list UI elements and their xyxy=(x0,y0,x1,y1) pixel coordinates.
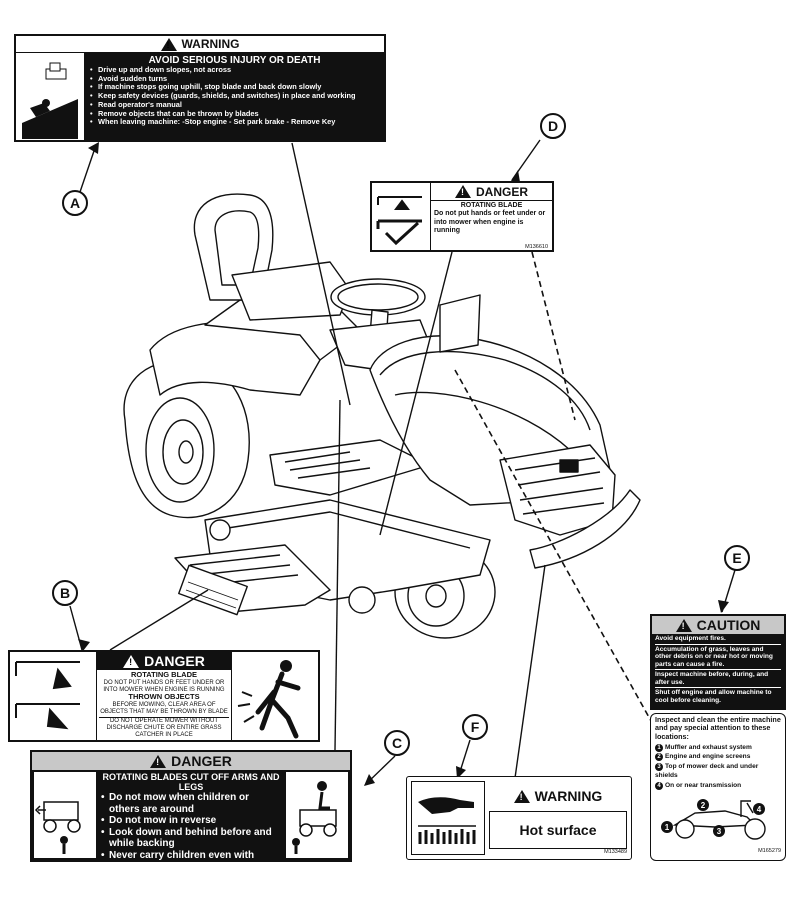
decal-e-line: Inspect machine before, during, and afte… xyxy=(655,670,781,689)
warning-triangle-icon xyxy=(160,37,177,51)
caution-triangle-icon xyxy=(675,618,692,632)
decal-d-title: ROTATING BLADE xyxy=(460,202,523,209)
danger-triangle-icon xyxy=(150,754,167,768)
decal-a-list: Drive up and down slopes, not across Avo… xyxy=(89,65,380,127)
callout-b: B xyxy=(52,580,78,606)
thrown-object-icon xyxy=(237,660,301,739)
decal-e-caution: CAUTION Avoid equipment fires. Accumulat… xyxy=(650,614,786,862)
decal-e-inspect-title: Inspect and clean the entire machine and… xyxy=(655,715,781,741)
list-item: Keep safety devices (guards, shields, an… xyxy=(89,91,380,101)
mower-child-icon xyxy=(34,801,81,854)
decal-a-header: WARNING xyxy=(16,36,384,53)
decal-d-danger: DANGER ROTATING BLADE Do not put hands o… xyxy=(370,181,554,252)
list-item: When leaving machine: -Stop engine - Set… xyxy=(89,118,380,127)
callout-a: A xyxy=(62,190,88,216)
decal-b-blade-text: DO NOT PUT HANDS OR FEET UNDER OR INTO M… xyxy=(103,679,225,693)
decal-a-pictogram xyxy=(16,53,85,140)
list-item: Avoid sudden turns xyxy=(89,74,380,84)
decal-d-pictogram xyxy=(372,183,431,250)
decal-f-text: Hot surface xyxy=(489,811,627,849)
decal-e-header: CAUTION xyxy=(652,616,784,634)
decal-b-blade-pictogram xyxy=(10,652,97,740)
decal-b-thrown-text: BEFORE MOWING, CLEAR AREA OF OBJECTS THA… xyxy=(100,702,228,715)
decal-e-line: Shut off engine and allow machine to coo… xyxy=(655,689,772,705)
decal-c-left-pictogram xyxy=(34,772,96,858)
svg-text:2: 2 xyxy=(701,801,706,810)
decal-a-warning: WARNING AVOID SERIOUS INJURY OR DEATH Dr… xyxy=(14,34,386,142)
list-item: Look down and behind before and while ba… xyxy=(100,827,282,850)
list-item: If machine stops going uphill, stop blad… xyxy=(89,83,380,92)
list-item: Do not mow when children or others are a… xyxy=(100,792,282,815)
decal-c-danger: DANGER ROTATING BLADES CUT OFF ARMS AND … xyxy=(30,750,352,862)
list-item: Never carry children even with blades of… xyxy=(100,850,282,861)
decal-c-list: Do not mow when children or others are a… xyxy=(100,792,282,861)
decal-b-header: DANGER xyxy=(97,652,231,670)
svg-text:1: 1 xyxy=(665,823,670,832)
list-item: Remove objects that can be thrown by bla… xyxy=(89,109,380,119)
decal-e-line: Avoid equipment fires. xyxy=(655,635,781,645)
decal-b-danger: DANGER ROTATING BLADE DO NOT PUT HANDS O… xyxy=(8,650,320,742)
decal-a-subheader: AVOID SERIOUS INJURY OR DEATH xyxy=(148,55,321,66)
list-item: Do not mow in reverse xyxy=(100,815,282,827)
decal-b-chute-text: DO NOT OPERATE MOWER WITHOUT DISCHARGE C… xyxy=(99,716,229,739)
decal-b-blade-title: ROTATING BLADE xyxy=(131,670,197,679)
danger-triangle-icon xyxy=(454,185,471,198)
decal-e-line: Accumulation of grass, leaves and other … xyxy=(655,645,781,671)
hand-blade-icon xyxy=(376,196,422,246)
warning-triangle-icon xyxy=(513,789,530,803)
callout-d: D xyxy=(540,113,566,139)
blade-foot-icon xyxy=(15,661,80,730)
list-item: Drive up and down slopes, not across xyxy=(89,65,380,75)
svg-text:4: 4 xyxy=(757,805,762,814)
decal-f-warning: WARNING Hot surface M133489 xyxy=(406,776,632,860)
tractor-locations-icon: 1 2 3 4 xyxy=(661,798,766,840)
decal-c-title: ROTATING BLADES CUT OFF ARMS AND LEGS xyxy=(102,772,280,792)
decal-e-inspect-panel: Inspect and clean the entire machine and… xyxy=(650,713,786,861)
decal-d-text: Do not put hands or feet under or into m… xyxy=(434,210,546,235)
decal-e-caution-panel: CAUTION Avoid equipment fires. Accumulat… xyxy=(650,614,786,710)
slope-rollover-icon xyxy=(22,62,78,139)
list-item: Read operator's manual xyxy=(89,100,380,110)
decal-c-right-pictogram xyxy=(286,772,348,858)
callout-c: C xyxy=(384,730,410,756)
callout-e: E xyxy=(724,545,750,571)
decal-d-code: M136610 xyxy=(525,244,548,250)
decal-e-code: M165279 xyxy=(758,847,781,854)
callout-f: F xyxy=(462,714,488,740)
decal-b-thrown-title: THROWN OBJECTS xyxy=(128,692,200,702)
decal-f-code: M133489 xyxy=(604,849,627,855)
decal-c-header: DANGER xyxy=(32,752,350,770)
decal-b-thrown-pictogram xyxy=(231,652,318,740)
decal-f-pictogram xyxy=(411,781,485,855)
hot-surface-hand-icon xyxy=(418,797,476,844)
danger-triangle-icon xyxy=(123,654,140,668)
mower-backing-icon xyxy=(292,781,337,854)
svg-text:3: 3 xyxy=(717,827,722,836)
decal-d-header: DANGER xyxy=(431,183,552,200)
decal-f-header: WARNING xyxy=(489,781,627,811)
